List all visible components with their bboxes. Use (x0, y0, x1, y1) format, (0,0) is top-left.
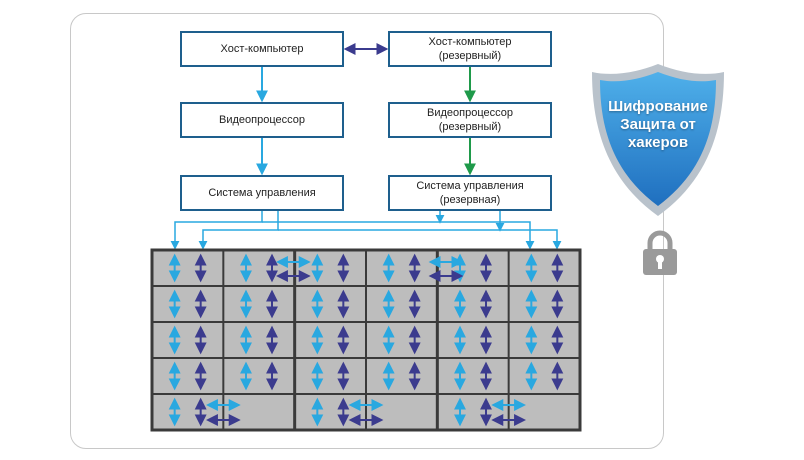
shield-line-encryption: Шифрование (608, 98, 708, 115)
control-to-wall-left-b (198, 211, 279, 250)
shield-caption: Шифрование Защита от хакеров (588, 98, 728, 152)
video-processor-label: Видеопроцессор (219, 114, 305, 126)
control-to-wall-right-a (262, 221, 535, 250)
host-computer-box: Хост-компьютер (180, 31, 344, 67)
shield-icon (592, 64, 724, 216)
shield-line-hackers: хакеров (627, 134, 689, 151)
video-processor-backup-label: Видеопроцессор (427, 107, 513, 119)
control-system-backup-box: Система управления (резервная) (388, 175, 552, 211)
video-processor-backup-box: Видеопроцессор (резервный) (388, 102, 552, 138)
video-processor-backup-sublabel: (резервный) (438, 121, 502, 133)
lock-icon (643, 230, 677, 275)
shield-line-protection: Защита от (620, 116, 696, 133)
control-to-wall-left-a (170, 211, 263, 250)
video-processor-box: Видеопроцессор (180, 102, 344, 138)
host-computer-backup-box: Хост-компьютер (резервный) (388, 31, 552, 67)
host-computer-backup-sublabel: (резервный) (438, 50, 502, 62)
control-system-box: Система управления (180, 175, 344, 211)
control-to-wall-right-b (278, 229, 562, 250)
control-system-backup-label: Система управления (416, 180, 524, 192)
host-computer-backup-label: Хост-компьютер (428, 36, 512, 48)
host-computer-label: Хост-компьютер (220, 43, 304, 55)
control-system-backup-sublabel: (резервная) (439, 194, 501, 206)
control-system-label: Система управления (208, 187, 316, 199)
